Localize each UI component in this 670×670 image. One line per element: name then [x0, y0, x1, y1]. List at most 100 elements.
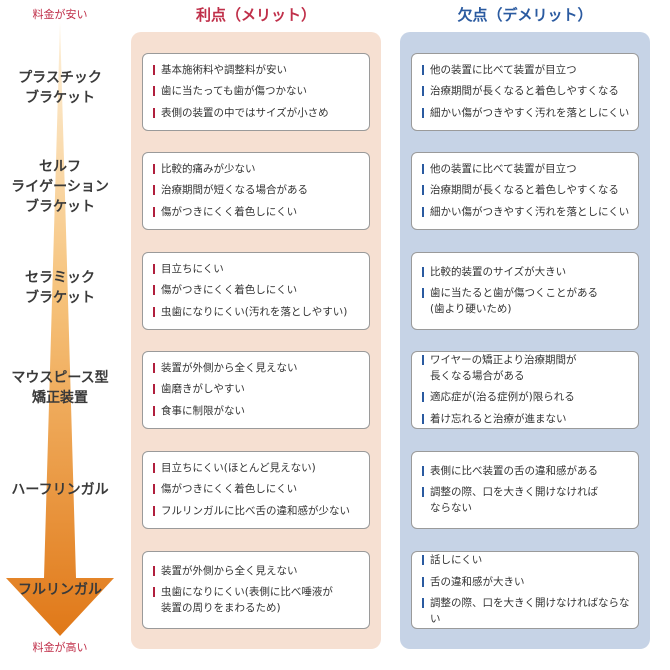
merit-bullet: [153, 505, 155, 516]
merit-item: 虫歯になりにくい(表側に比べ唾液が装置の周りをまわるため): [153, 585, 363, 616]
price-low-label: 料金が安い: [32, 8, 88, 21]
type-label-line: セラミック: [25, 270, 95, 286]
merit-item: 目立ちにくい(ほとんど見えない): [153, 461, 363, 477]
demerit-bullet: [422, 288, 424, 299]
demerit-item: 調整の際、口を大きく開けなければならない: [422, 596, 632, 627]
demerit-item-text: ならない: [430, 501, 472, 514]
demerit-item: 着け忘れると治療が進まない: [422, 412, 632, 428]
demerit-item: ワイヤーの矯正より治療期間が長くなる場合がある: [422, 353, 632, 384]
demerit-card: 表側に比べ装置の舌の違和感がある調整の際、口を大きく開けなければならない: [411, 451, 639, 529]
demerit-item: 他の装置に比べて装置が目立つ: [422, 162, 632, 178]
type-label-line: プラスチック: [18, 70, 102, 86]
merit-item-text: 比較的痛みが少ない: [161, 162, 256, 175]
merit-item-text: 虫歯になりにくい(汚れを落としやすい): [161, 305, 348, 318]
merit-item: 虫歯になりにくい(汚れを落としやすい): [153, 305, 363, 321]
demerit-item: 舌の違和感が大きい: [422, 575, 632, 591]
type-label-line: ブラケット: [25, 290, 95, 306]
merit-item: 歯磨きがしやすい: [153, 382, 363, 398]
demerit-bullet: [422, 465, 424, 476]
merit-card: 比較的痛みが少ない治療期間が短くなる場合がある傷がつきにくく着色しにくい: [142, 152, 370, 230]
type-label-line: ハーフリンガル: [11, 482, 109, 498]
type-label: ハーフリンガル: [0, 480, 120, 500]
merit-card: 目立ちにくい(ほとんど見えない)傷がつきにくく着色しにくいフルリンガルに比べ舌の…: [142, 451, 370, 529]
type-label-line: ブラケット: [25, 199, 95, 215]
type-label: フルリンガル: [0, 580, 120, 600]
demerit-item-text: 治療期間が長くなると着色しやすくなる: [430, 85, 619, 98]
demerit-item: 治療期間が長くなると着色しやすくなる: [422, 183, 632, 199]
merit-item-text: 虫歯になりにくい(表側に比べ唾液が: [161, 586, 333, 599]
type-label-line: セルフ: [39, 159, 81, 175]
demerit-item-text: 表側に比べ装置の舌の違和感がある: [430, 464, 598, 477]
type-label: セルフライゲーションブラケット: [0, 157, 120, 217]
demerit-item: 他の装置に比べて装置が目立つ: [422, 63, 632, 79]
demerit-item-text: 長くなる場合がある: [430, 369, 525, 382]
demerit-item-text: ワイヤーの矯正より治療期間が: [430, 354, 577, 366]
merit-item: 装置が外側から全く見えない: [153, 564, 363, 580]
merit-item-text: 歯に当たっても歯が傷つかない: [161, 85, 307, 98]
merit-bullet: [153, 285, 155, 296]
price-high-label: 料金が高い: [32, 641, 88, 654]
merit-item-text: 目立ちにくい(ほとんど見えない): [161, 461, 316, 474]
demerit-item: 話しにくい: [422, 553, 632, 569]
merit-item-text: 食事に制限がない: [161, 404, 245, 417]
merit-panel: [131, 32, 381, 649]
demerit-card: ワイヤーの矯正より治療期間が長くなる場合がある適応症が(治る症例が)限られる着け…: [411, 351, 639, 429]
merit-item-text: 傷がつきにくく着色しにくい: [161, 483, 298, 496]
merit-item: 目立ちにくい: [153, 262, 363, 278]
merit-item: 傷がつきにくく着色しにくい: [153, 283, 363, 299]
merit-item: 傷がつきにくく着色しにくい: [153, 482, 363, 498]
demerit-bullet: [422, 413, 424, 424]
demerit-item: 歯に当たると歯が傷つくことがある(歯より硬いため): [422, 286, 632, 317]
merit-item-text: 治療期間が短くなる場合がある: [161, 184, 308, 197]
demerit-bullet: [422, 266, 424, 277]
demerit-bullet: [422, 487, 424, 498]
demerit-item-text: 比較的装置のサイズが大きい: [430, 265, 567, 278]
merit-bullet: [153, 306, 155, 317]
merit-bullet: [153, 185, 155, 196]
merit-bullet: [153, 484, 155, 495]
demerit-card: 比較的装置のサイズが大きい歯に当たると歯が傷つくことがある(歯より硬いため): [411, 252, 639, 330]
merit-item-text: 歯磨きがしやすい: [161, 383, 245, 396]
merit-bullet: [153, 86, 155, 97]
merit-item: 傷がつきにくく着色しにくい: [153, 205, 363, 221]
demerit-item-text: 話しにくい: [430, 554, 483, 566]
demerit-item-text: 細かい傷がつきやすく汚れを落としにくい: [430, 106, 630, 119]
merit-item: 表側の装置の中ではサイズが小さめ: [153, 106, 363, 122]
demerit-item-text: 細かい傷がつきやすく汚れを落としにくい: [430, 205, 630, 218]
merit-header: 利点（メリット）: [195, 6, 316, 24]
demerit-item: 比較的装置のサイズが大きい: [422, 265, 632, 281]
merit-bullet: [153, 64, 155, 75]
demerit-card: 他の装置に比べて装置が目立つ治療期間が長くなると着色しやすくなる細かい傷がつきや…: [411, 152, 639, 230]
demerit-bullet: [422, 598, 424, 608]
merit-item: 歯に当たっても歯が傷つかない: [153, 84, 363, 100]
demerit-bullet: [422, 86, 424, 97]
demerit-bullet: [422, 555, 424, 565]
demerit-item-text: 調整の際、口を大きく開けなければならない: [430, 597, 630, 625]
merit-bullet: [153, 384, 155, 395]
merit-card: 目立ちにくい傷がつきにくく着色しにくい虫歯になりにくい(汚れを落としやすい): [142, 252, 370, 330]
type-label-line: ライゲーション: [11, 179, 109, 195]
merit-bullet: [153, 462, 155, 473]
merit-card: 基本施術料や調整料が安い歯に当たっても歯が傷つかない表側の装置の中ではサイズが小…: [142, 53, 370, 131]
merit-item-text: 装置が外側から全く見えない: [161, 361, 298, 374]
merit-item-text: 基本施術料や調整料が安い: [161, 63, 287, 76]
merit-item-text: 装置が外側から全く見えない: [161, 564, 298, 577]
demerit-bullet: [422, 64, 424, 75]
demerit-item: 調整の際、口を大きく開けなければならない: [422, 485, 632, 516]
demerit-card: 話しにくい舌の違和感が大きい調整の際、口を大きく開けなければならない: [411, 551, 639, 629]
merit-item-text: 表側の装置の中ではサイズが小さめ: [161, 106, 329, 119]
merit-item: 装置が外側から全く見えない: [153, 361, 363, 377]
merit-bullet: [153, 565, 155, 576]
merit-item: 基本施術料や調整料が安い: [153, 63, 363, 79]
merit-item-text: 傷がつきにくく着色しにくい: [161, 284, 298, 297]
merit-bullet: [153, 263, 155, 274]
demerit-item-text: 治療期間が長くなると着色しやすくなる: [430, 184, 619, 197]
demerit-bullet: [422, 185, 424, 196]
merit-card: 装置が外側から全く見えない虫歯になりにくい(表側に比べ唾液が装置の周りをまわるた…: [142, 551, 370, 629]
merit-bullet: [153, 206, 155, 217]
merit-item-text: 目立ちにくい: [161, 262, 224, 275]
demerit-item: 表側に比べ装置の舌の違和感がある: [422, 464, 632, 480]
merit-item: 食事に制限がない: [153, 404, 363, 420]
merit-item-text: 傷がつきにくく着色しにくい: [161, 205, 298, 218]
demerit-panel: [400, 32, 650, 649]
